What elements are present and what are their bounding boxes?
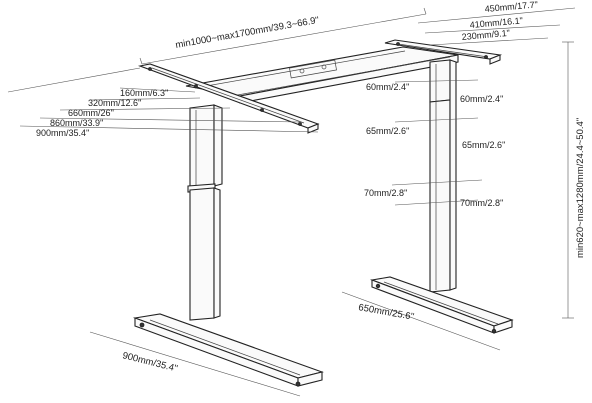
- label-stage3-right: 70mm/2.8'': [460, 198, 504, 208]
- label-stage1-left: 60mm/2.4'': [366, 82, 410, 92]
- label-left-900: 900mm/35.4'': [36, 128, 90, 138]
- label-left-660: 660mm/26'': [68, 108, 114, 118]
- crossbar: [185, 46, 459, 104]
- left-bracket: [137, 63, 320, 134]
- left-foot: [132, 313, 324, 387]
- label-left-320: 320mm/12.6'': [88, 98, 142, 108]
- label-right-450: 450mm/17.7'': [484, 0, 538, 14]
- label-stage2-right: 65mm/2.6'': [462, 140, 506, 150]
- label-stage1-right: 60mm/2.4'': [460, 94, 504, 104]
- dimension-lines: [7, 7, 576, 397]
- label-stage2-left: 65mm/2.6'': [366, 126, 410, 136]
- right-foot: [369, 276, 514, 334]
- left-leg: [187, 104, 223, 321]
- label-left-160: 160mm/6.3'': [120, 88, 169, 98]
- right-bracket: [384, 39, 503, 65]
- label-right-230: 230mm/9.1'': [461, 28, 510, 42]
- label-right-foot: 650mm/25.6'': [357, 302, 415, 323]
- label-left-foot: 900mm/35.4'': [121, 350, 179, 374]
- label-right-410: 410mm/16.1'': [469, 15, 523, 30]
- label-stage3-left: 70mm/2.8'': [364, 188, 408, 198]
- label-height-range: min620~max1280mm/24.4~50.4'': [575, 117, 586, 258]
- right-leg: [429, 59, 457, 293]
- label-left-860: 860mm/33.9'': [50, 118, 104, 128]
